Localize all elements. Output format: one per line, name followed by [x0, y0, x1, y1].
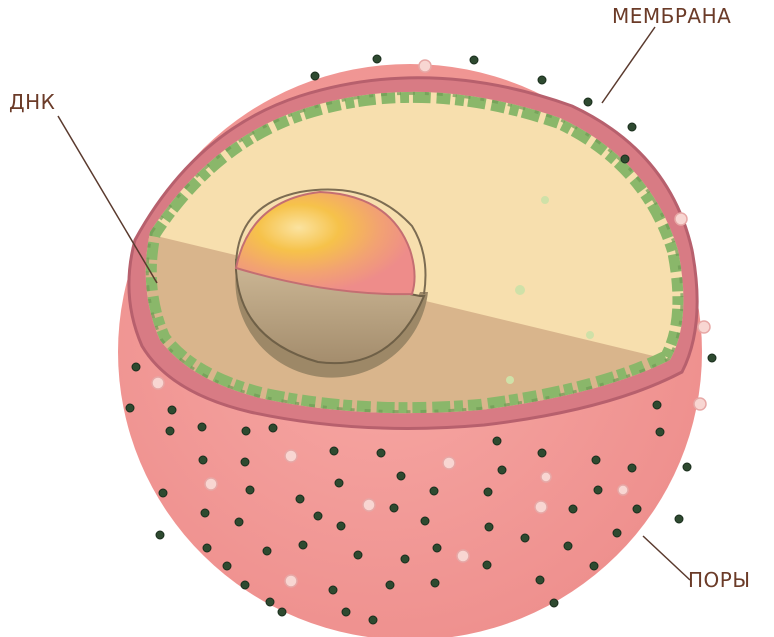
pores-label: ПОРЫ: [688, 568, 751, 592]
pores-leader-line: [643, 536, 690, 580]
membrane-leader-line: [602, 27, 655, 103]
membrane-label: МЕМБРАНА: [612, 4, 731, 28]
dna-label: ДНК: [9, 90, 55, 114]
dna-leader-line: [58, 116, 157, 283]
